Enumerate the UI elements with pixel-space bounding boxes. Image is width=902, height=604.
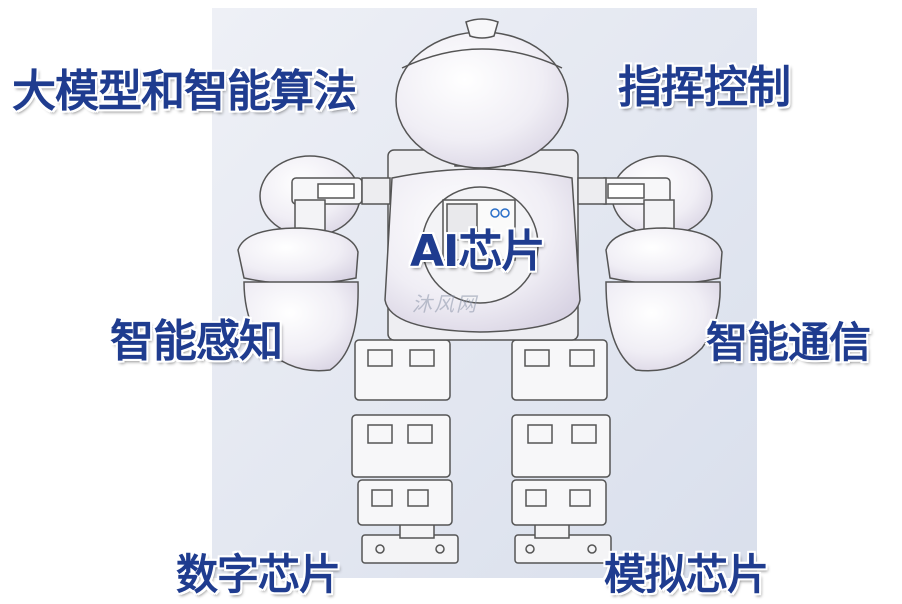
label-bottom-right: 模拟芯片 bbox=[604, 550, 769, 599]
label-center: AI芯片 bbox=[410, 226, 545, 277]
watermark: 沐风网 bbox=[412, 292, 478, 316]
left-upper-arm bbox=[237, 227, 359, 285]
right-foot bbox=[514, 519, 612, 564]
label-top-right: 指挥控制 bbox=[618, 62, 791, 113]
label-middle-right: 智能通信 bbox=[706, 318, 871, 367]
right-upper-arm bbox=[605, 227, 723, 285]
robot-head bbox=[395, 18, 569, 169]
left-leg bbox=[351, 339, 453, 526]
label-middle-left: 智能感知 bbox=[110, 316, 283, 367]
right-forearm bbox=[605, 281, 721, 372]
chest-chip-module bbox=[421, 186, 539, 304]
label-bottom-left: 数字芯片 bbox=[176, 550, 341, 599]
label-top-left: 大模型和智能算法 bbox=[12, 66, 357, 117]
right-leg bbox=[511, 339, 611, 526]
left-foot bbox=[361, 519, 459, 564]
left-forearm bbox=[243, 281, 359, 372]
